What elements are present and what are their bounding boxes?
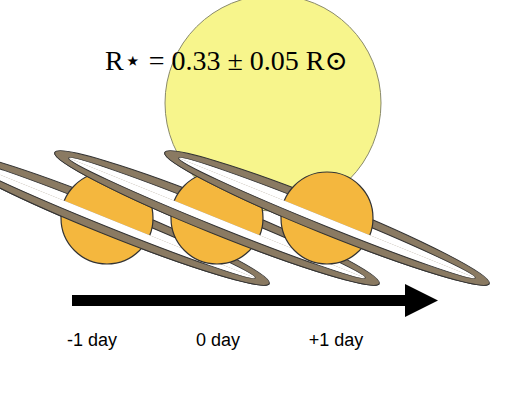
time-arrow [72, 284, 438, 317]
radius-label: R⋆ = 0.33 ± 0.05 R⊙ [105, 44, 348, 77]
ringed-planet [0, 138, 275, 299]
time-label: +1 day [309, 330, 364, 351]
time-label: -1 day [67, 330, 117, 351]
time-label: 0 day [196, 330, 240, 351]
ringed-planet [159, 138, 496, 299]
